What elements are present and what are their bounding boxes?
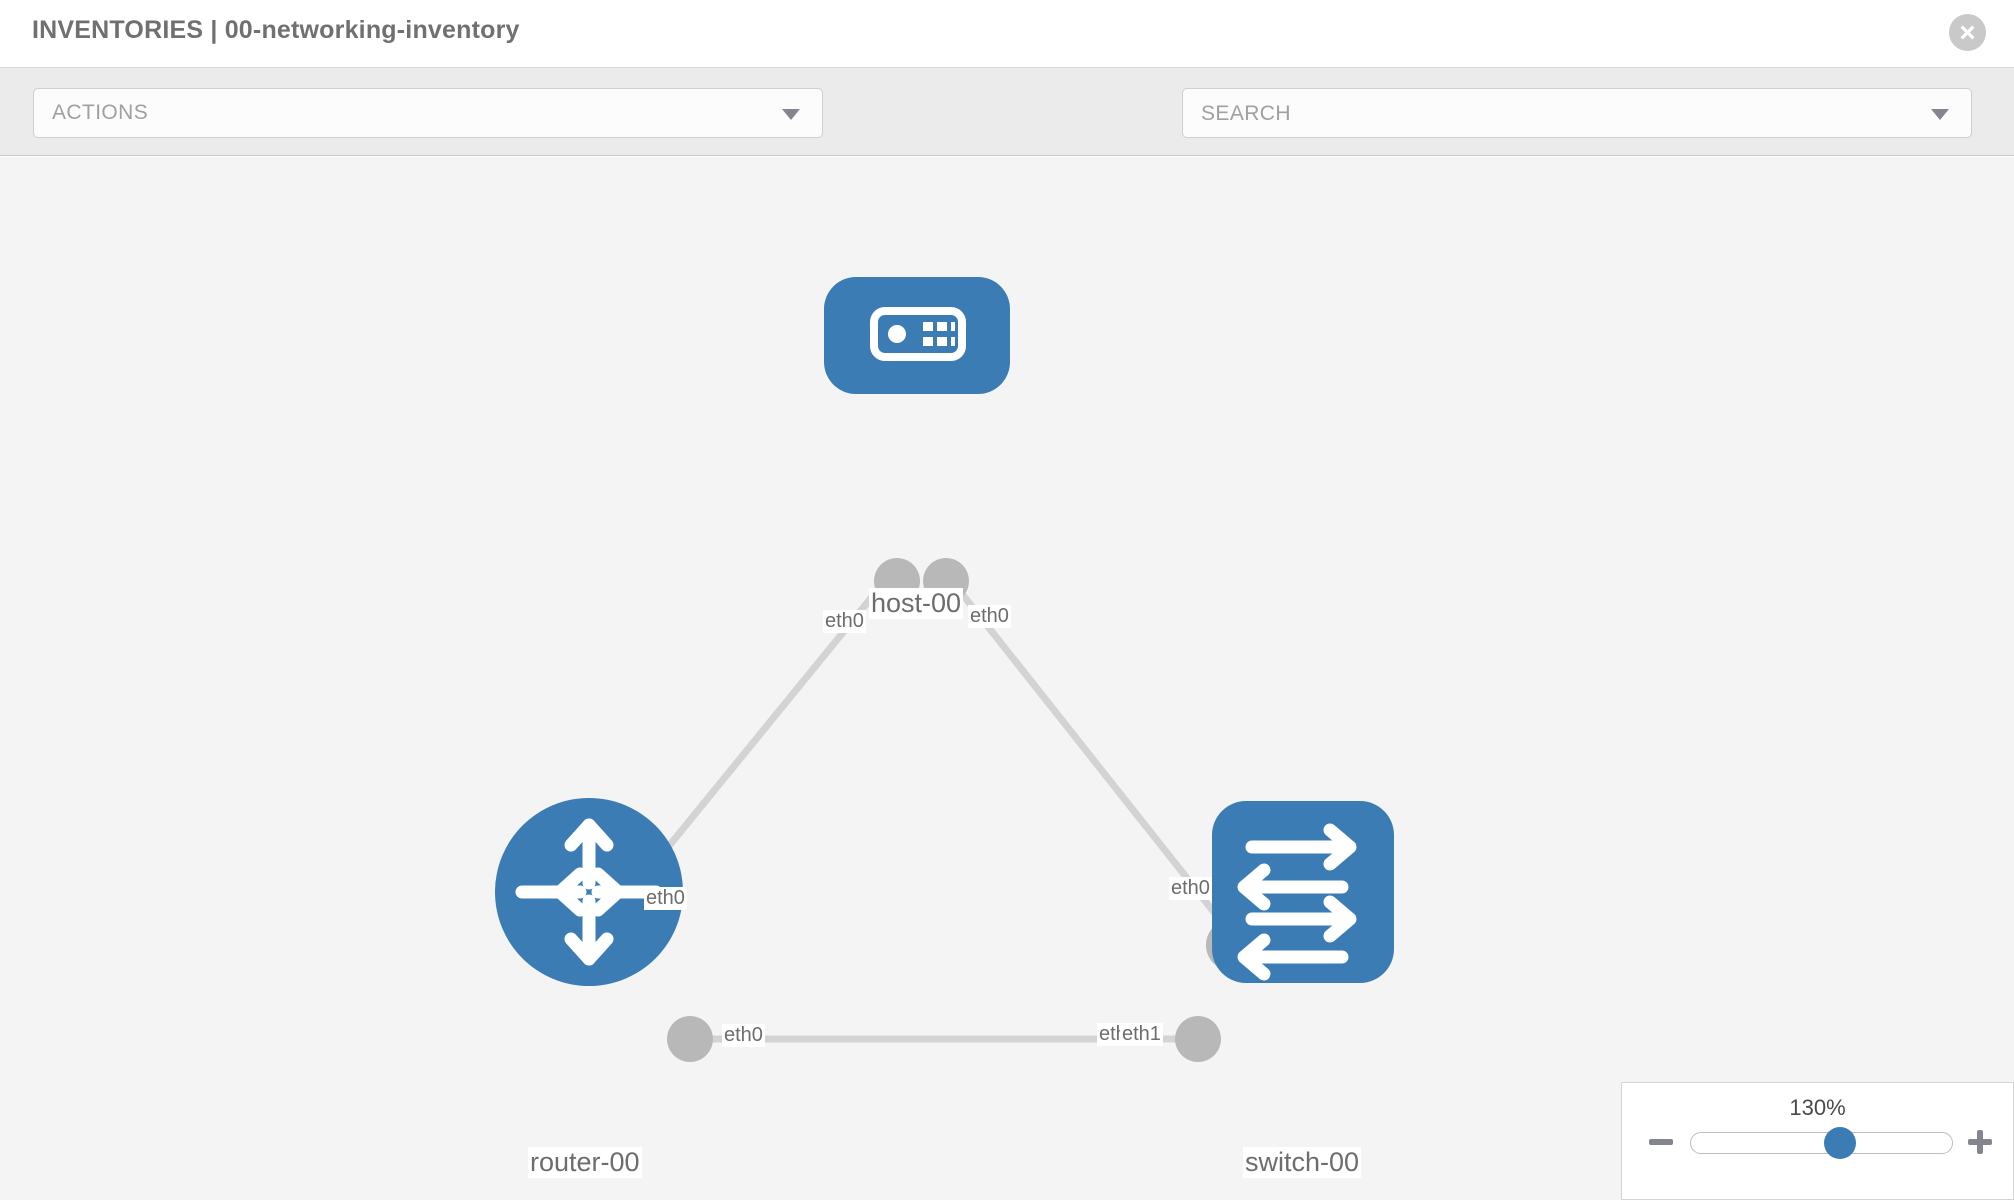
zoom-out-button[interactable] <box>1646 1127 1676 1157</box>
page-header: INVENTORIES | 00-networking-inventory <box>0 0 2014 68</box>
chevron-down-icon <box>782 109 800 120</box>
topology-edges <box>657 582 1235 1043</box>
actions-dropdown[interactable]: ACTIONS <box>33 88 823 138</box>
search-input[interactable] <box>1199 89 1903 139</box>
zoom-slider[interactable] <box>1690 1127 1953 1159</box>
close-icon <box>1960 25 1975 40</box>
node-label-router-00: router-00 <box>528 1147 642 1179</box>
iface-label-router-north: eth0 <box>644 887 687 910</box>
minus-icon <box>1649 1139 1673 1145</box>
toolbar: ACTIONS <box>0 68 2014 201</box>
zoom-slider-thumb[interactable] <box>1823 1127 1856 1159</box>
topology-connectors <box>667 558 1258 1062</box>
iface-label-switch-west-eth1: eth1 <box>1120 1023 1163 1046</box>
node-label-host-00: host-00 <box>869 588 964 620</box>
iface-label-host-left: eth0 <box>823 610 866 633</box>
node-router-00[interactable] <box>495 798 683 986</box>
zoom-level-label: 130% <box>1789 1095 1846 1120</box>
search-chevron-down-icon[interactable] <box>1931 109 1949 120</box>
connector-switch-west <box>1175 1016 1221 1062</box>
edge-host-switch[interactable] <box>952 582 1235 938</box>
search-box[interactable] <box>1182 88 1972 139</box>
page-title: INVENTORIES | 00-networking-inventory <box>32 16 520 44</box>
close-button[interactable] <box>1949 14 1986 51</box>
iface-label-switch-north: eth0 <box>1169 877 1212 900</box>
iface-label-router-east: eth0 <box>722 1024 765 1047</box>
topology-canvas[interactable]: host-00 router-00 switch-00 eth0 eth0 et… <box>0 157 2014 1200</box>
iface-label-host-right: eth0 <box>968 605 1011 628</box>
node-label-switch-00: switch-00 <box>1243 1147 1362 1179</box>
node-switch-00[interactable] <box>1212 801 1394 983</box>
node-host-00[interactable] <box>824 277 1010 394</box>
actions-dropdown-label: ACTIONS <box>52 101 149 124</box>
server-icon <box>870 307 966 361</box>
topology-graph <box>495 277 1394 1062</box>
plus-icon <box>1968 1130 1992 1154</box>
zoom-panel: 130% <box>1621 1082 2014 1200</box>
zoom-in-button[interactable] <box>1965 1127 1995 1157</box>
connector-router-east <box>667 1016 713 1062</box>
switch-icon <box>1237 823 1357 981</box>
